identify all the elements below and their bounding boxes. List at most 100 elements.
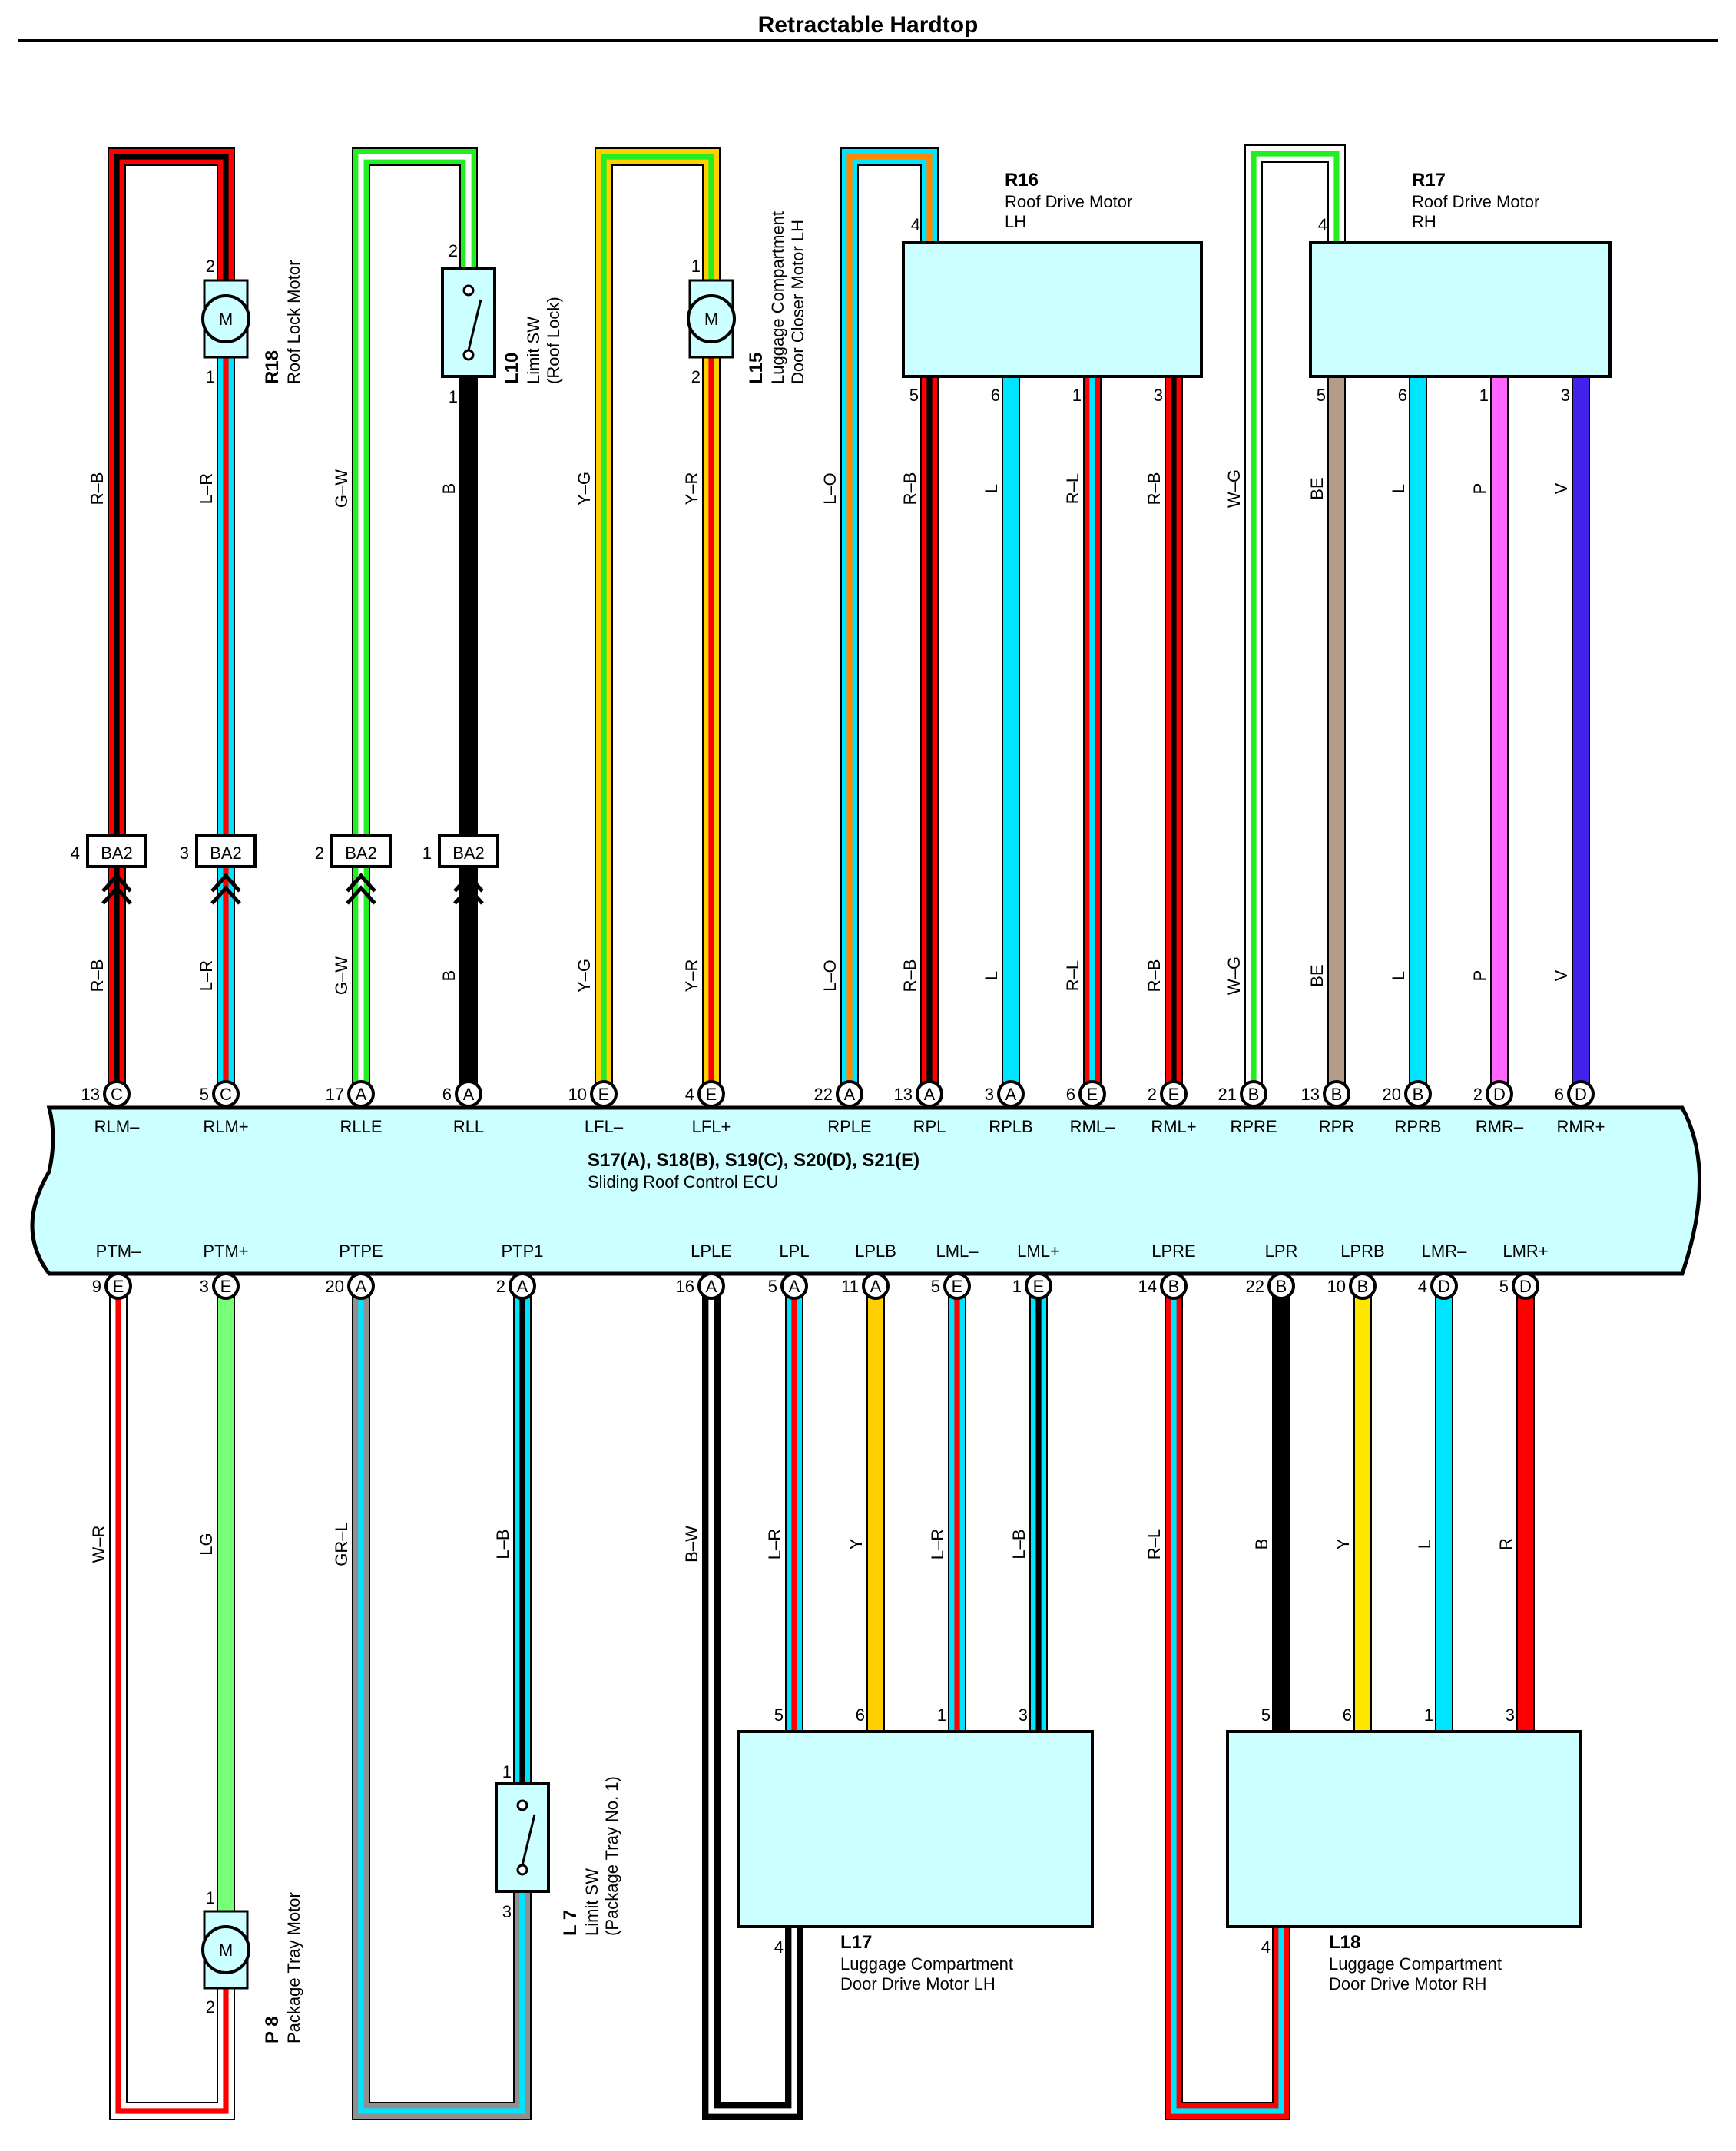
wire-code-upper: P — [1470, 483, 1489, 495]
ecu-bottom-pin-connector-letter: A — [789, 1277, 800, 1296]
wire-rple-stripe — [846, 154, 933, 1094]
r16-name: Roof Drive Motor — [1005, 192, 1132, 211]
ecu-bottom-pin-name: PTPE — [339, 1241, 383, 1261]
junction-ba2-pin: 3 — [180, 843, 189, 863]
wire-ptpe-stripe — [358, 1286, 525, 2114]
p8-name: Package Tray Motor — [284, 1892, 303, 2043]
ecu-top-pin-connector-letter: D — [1575, 1085, 1587, 1104]
wire-code-upper: L — [982, 484, 1001, 493]
ecu-bottom-pin-connector — [943, 1272, 971, 1300]
ecu-top-pin-connector — [590, 1080, 618, 1108]
wire-rlle-stripe — [358, 154, 472, 1094]
ecu-top-pin-connector — [697, 1080, 725, 1108]
ecu-top-pin-number: 13 — [81, 1085, 100, 1104]
r17-box — [1309, 241, 1612, 378]
r18-pin-bottom: 1 — [206, 367, 215, 386]
ecu-bottom-pin-number: 4 — [1418, 1277, 1427, 1296]
ecu-bottom-pin-name: LPLE — [691, 1241, 732, 1261]
ecu-bottom-pin-number: 2 — [496, 1277, 505, 1296]
ecu-top-pin-connector — [1567, 1080, 1595, 1108]
wire-code-lower: P — [1470, 970, 1489, 982]
ecu-bottom-pin-connector — [509, 1272, 536, 1300]
wire-code-bottom: L–R — [928, 1529, 947, 1559]
ecu-top-pin-connector-letter: D — [1493, 1085, 1506, 1104]
wire-code-bottom: L–B — [1009, 1529, 1029, 1559]
wire-code-upper: V — [1552, 482, 1571, 494]
ecu-top-pin-connector — [103, 1080, 131, 1108]
ecu-top-pin-name: RMR+ — [1557, 1117, 1605, 1136]
wires-layer — [108, 144, 1590, 2120]
l15-pin-bottom: 2 — [691, 367, 701, 386]
switch-l10-contact-top — [462, 284, 475, 297]
wire-code-bottom: R–L — [1145, 1529, 1164, 1559]
ecu-top-pin-name: RPLE — [827, 1117, 871, 1136]
ecu-top-pin-name: RPRE — [1230, 1117, 1277, 1136]
ecu-top-pin-connector — [212, 1080, 240, 1108]
r16-pin-top: 4 — [911, 215, 920, 234]
ecu-top-pin-connector-letter: B — [1248, 1085, 1260, 1104]
wire-code-upper: B — [439, 483, 459, 495]
r17-pin: 1 — [1479, 386, 1489, 405]
junction-ba2-label: BA2 — [452, 843, 485, 863]
wire-lple-outline — [702, 1286, 803, 2120]
ecu-top-pin-name: RPL — [913, 1117, 946, 1136]
ecu-bottom-pin-name: PTM– — [96, 1241, 141, 1261]
ecu-top-pin-connector — [455, 1080, 482, 1108]
wire-code-lower: BE — [1307, 964, 1327, 986]
switch-l7-contact-bottom — [516, 1864, 528, 1876]
r17-pin-top: 4 — [1318, 215, 1327, 234]
l17-pin-bottom: 4 — [774, 1937, 784, 1957]
junction-ba2-pin: 4 — [71, 843, 80, 863]
junction-ba2-label: BA2 — [345, 843, 377, 863]
l18-pin: 6 — [1343, 1705, 1352, 1725]
ecu-top-pin-connector-letter: E — [1087, 1085, 1098, 1104]
junction-ba2-box — [438, 834, 499, 868]
ecu-top-pin-number: 21 — [1218, 1085, 1237, 1104]
ecu-top-pin-connector-letter: C — [220, 1085, 232, 1104]
ecu-bottom-pin-connector — [697, 1272, 725, 1300]
ecu-bottom-pin-connector-letter: B — [1276, 1277, 1287, 1296]
ecu-bottom-pin-connector-letter: E — [952, 1277, 963, 1296]
ecu-bottom-pin-connector-letter: A — [706, 1277, 717, 1296]
ecu-bottom-pin-connector-letter: A — [870, 1277, 882, 1296]
ecu-top-pin-connector — [836, 1080, 863, 1108]
wire-lple — [704, 1286, 802, 2119]
ecu-top-pin-number: 10 — [568, 1085, 587, 1104]
wire-code-bottom: L — [1415, 1540, 1434, 1549]
ecu-top-pin-number: 17 — [326, 1085, 344, 1104]
wire-code-bottom: GR–L — [332, 1522, 351, 1566]
wire-code-lower: L — [1389, 971, 1408, 980]
ecu-top-pin-connector-letter: A — [356, 1085, 367, 1104]
ecu-top-pin-connector — [916, 1080, 943, 1108]
l18-name: Luggage Compartment — [1329, 1954, 1502, 1974]
r18-code: R18 — [262, 350, 283, 384]
l15-code: L15 — [746, 353, 767, 384]
ecu-bottom-pin-number: 1 — [1012, 1277, 1022, 1296]
l18-code: L18 — [1329, 1932, 1360, 1953]
wire-code-lower: W–G — [1224, 956, 1244, 995]
ecu-top-pin-number: 2 — [1473, 1085, 1483, 1104]
ecu-bottom-pin-connector — [347, 1272, 375, 1300]
l15-pin-top: 1 — [691, 257, 701, 276]
ecu-bottom-pin-name: LPRE — [1151, 1241, 1195, 1261]
ecu-top-pin-connector-letter: A — [463, 1085, 475, 1104]
wire-code-upper: L — [1389, 484, 1408, 493]
l18-pin: 1 — [1424, 1705, 1433, 1725]
motor-r18-letter: M — [219, 310, 233, 329]
wire-code-bottom: L–B — [493, 1529, 512, 1559]
l17-name: Luggage Compartment — [840, 1954, 1013, 1974]
ecu-top-pin-number: 4 — [685, 1085, 694, 1104]
l7-pin-top: 1 — [502, 1762, 512, 1781]
p8-code: P 8 — [262, 2016, 283, 2043]
ecu-bottom-pin-connector — [862, 1272, 890, 1300]
wire-code-lower: R–L — [1063, 960, 1082, 991]
ecu-top-pin-name: RLM+ — [203, 1117, 248, 1136]
l7-code: L 7 — [560, 1910, 581, 1936]
wire-code-bottom: B–W — [682, 1526, 701, 1563]
ecu-bottom-pin-connector — [1025, 1272, 1052, 1300]
labels-layer: R–BR–BL–RL–RG–WG–WBBY–GY–GY–RY–RL–OL–OR–… — [71, 170, 1605, 2043]
wire-code-upper: BE — [1307, 477, 1327, 499]
l17-box — [737, 1730, 1094, 1928]
